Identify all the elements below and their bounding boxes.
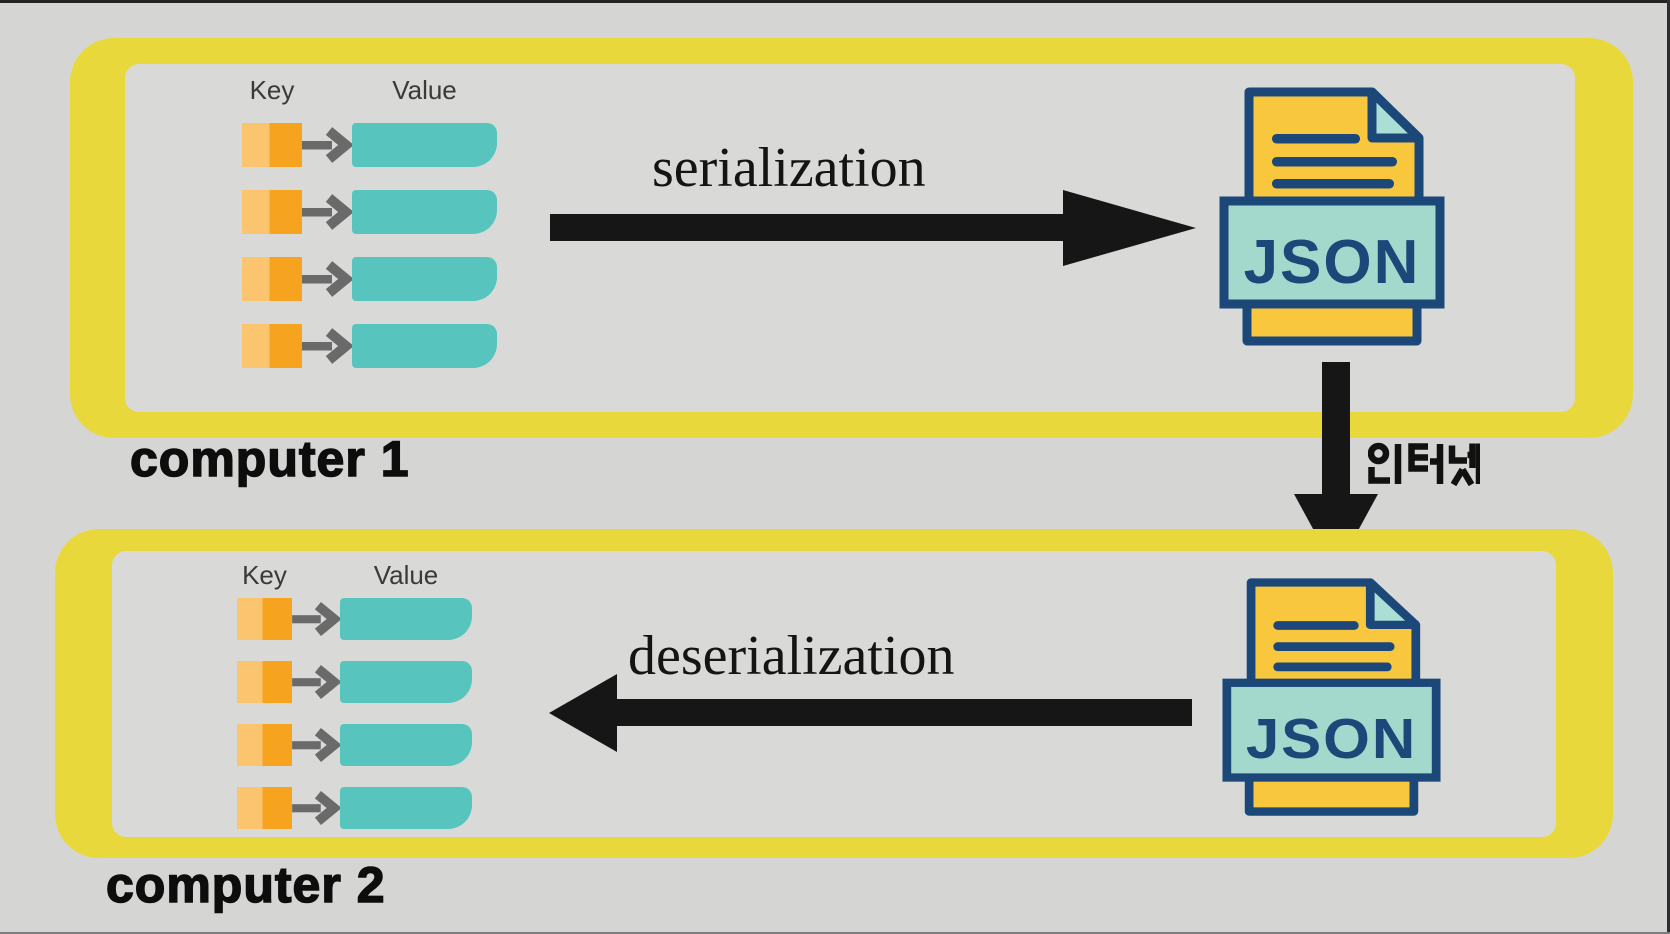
json-file-icon-bottom: JSON [1222,578,1441,816]
computer2-key-value-rows [237,598,472,829]
key-block [242,123,302,167]
key-value-row [242,257,497,301]
json-icon-label: JSON [1244,228,1421,297]
serialization-arrow-head [1063,190,1196,266]
json-doc-text-line [1272,134,1360,144]
json-doc-text-line [1273,642,1395,652]
computer1-key-value-rows [242,123,497,368]
key-value-row [242,123,497,167]
computer1-label: computer 1 [129,430,410,488]
key-block [242,190,302,234]
key-to-value-arrow-icon [292,664,340,700]
json-doc-text-line [1272,179,1394,189]
deserialization-label: deserialization [628,625,955,687]
key-to-value-arrow-icon [302,127,352,163]
key-value-row [242,190,497,234]
serialization-label: serialization [652,137,926,199]
computer1-value-header: Value [392,75,457,105]
value-block [340,787,472,829]
value-block [340,661,472,703]
serialization-arrow-shaft [550,214,1064,241]
json-banner [1222,678,1441,782]
key-block [237,661,292,703]
value-block [352,324,497,368]
value-block [352,123,497,167]
key-block [237,598,292,640]
key-to-value-arrow-icon [292,601,340,637]
value-block [340,724,472,766]
hangul-stroke [1368,442,1390,465]
key-value-row [242,324,497,368]
deserialization-arrow-head [549,674,617,752]
key-to-value-arrow-icon [302,194,352,230]
hangul-stroke [1368,467,1390,484]
computer2-value-header: Value [373,560,439,590]
json-doc-text-line [1273,662,1392,672]
computer2-label: computer 2 [105,856,386,914]
frame-edge-right [1667,0,1670,934]
deserialization-arrow-shaft [615,699,1192,726]
json-doc-text-line [1272,157,1397,167]
key-value-row [237,598,472,640]
value-block [340,598,472,640]
key-to-value-arrow-icon [302,328,352,364]
hangul-stroke [1448,445,1467,464]
internet-arrow-shaft [1322,362,1350,496]
key-value-row [237,661,472,703]
computer2-key-header: Key [242,560,287,590]
json-doc-fold-corner [1365,578,1421,629]
key-value-row [237,787,472,829]
value-block [352,190,497,234]
key-to-value-arrow-icon [292,727,340,763]
json-doc-text-line [1273,621,1359,630]
frame-edge-bottom [0,932,1670,934]
internet-label-glyphs [1368,442,1480,486]
key-block [242,324,302,368]
key-block [237,787,292,829]
key-block [242,257,302,301]
json-banner [1219,196,1445,309]
frame-edge-top [0,0,1670,3]
json-icon-label: JSON [1246,708,1417,771]
json-doc-fold-corner [1367,87,1424,143]
key-to-value-arrow-icon [292,790,340,826]
key-to-value-arrow-icon [302,261,352,297]
hangul-stroke [1450,467,1475,486]
json-file-icon-top: JSON [1219,87,1445,346]
key-value-row [237,724,472,766]
key-block [237,724,292,766]
value-block [352,257,497,301]
computer1-key-header: Key [249,75,295,105]
